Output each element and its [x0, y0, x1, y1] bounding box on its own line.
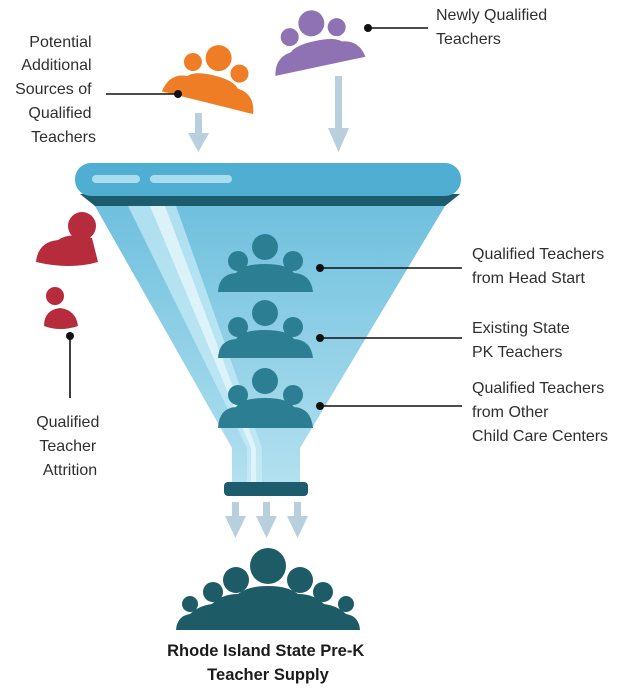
output-people-group-icon: [176, 548, 360, 630]
bottom-title: Rhode Island State Pre-K Teacher Supply: [167, 642, 369, 684]
arrow-head: [328, 128, 349, 152]
attrition-people-icon: [36, 212, 98, 329]
purple-people-icon: [275, 10, 366, 76]
label-attrition: Qualified Teacher Attrition: [36, 414, 104, 479]
leader-dots: [66, 24, 372, 410]
arrow-shaft: [195, 113, 202, 137]
label-newly-qualified: Newly Qualified Teachers: [436, 7, 552, 48]
people-group-icon-existing-pk: [218, 300, 313, 358]
outflow-arrows: [225, 502, 308, 538]
label-potential-sources: Potential Additional Sources of Qualifie…: [15, 34, 96, 146]
label-head-start: Qualified Teachers from Head Start: [472, 246, 609, 287]
funnel-dark-band: [80, 194, 460, 206]
label-other-centers: Qualified Teachers from Other Child Care…: [472, 380, 609, 445]
leader-lines: [69, 27, 462, 407]
orange-people-icon: [161, 45, 254, 115]
funnel-highlight: [128, 206, 262, 488]
funnel: [75, 163, 461, 496]
people-group-icon-other-centers: [218, 368, 313, 428]
inflow-arrows: [188, 76, 349, 152]
funnel-rim: [75, 163, 461, 196]
label-existing-pk: Existing State PK Teachers: [472, 320, 574, 361]
arrow-head: [188, 133, 209, 152]
arrow-shaft: [335, 76, 342, 132]
people-group-icon-head-start: [218, 234, 313, 292]
funnel-spout-cap: [224, 482, 308, 496]
